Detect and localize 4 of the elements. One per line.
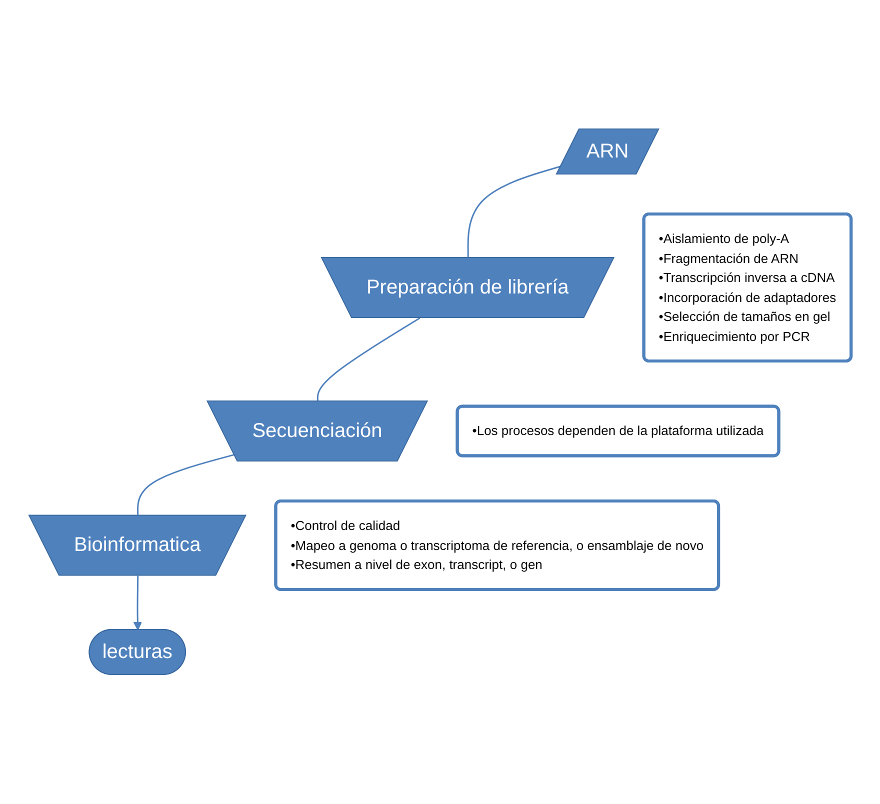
arrow	[133, 576, 142, 631]
connector	[467, 166, 562, 258]
connector	[316, 318, 420, 402]
connector	[136, 454, 234, 516]
